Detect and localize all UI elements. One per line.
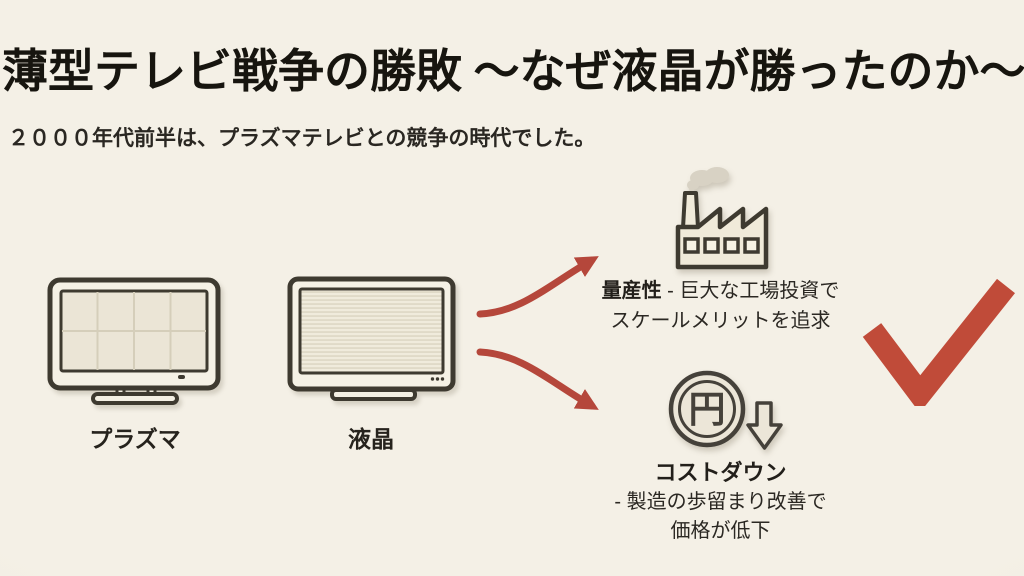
factory-chimney bbox=[681, 191, 700, 230]
mass-production-line2: スケールメリットを追求 bbox=[610, 310, 831, 332]
checkmark-stroke bbox=[862, 278, 1015, 406]
branch-arrows bbox=[476, 256, 599, 410]
lcd-tv-icon bbox=[287, 276, 456, 401]
page-title: 薄型テレビ戦争の勝敗 〜なぜ液晶が勝ったのか〜 bbox=[2, 45, 1024, 97]
coin-inner-ring bbox=[678, 380, 736, 438]
smoke-puff bbox=[687, 167, 729, 193]
plasma-screen-grid bbox=[62, 292, 206, 370]
plasma-tv-icon bbox=[47, 277, 221, 405]
yen-symbol: 円 bbox=[689, 389, 726, 430]
factory-icon bbox=[675, 167, 769, 270]
plasma-power-led bbox=[178, 375, 185, 379]
plasma-label: プラズマ bbox=[89, 426, 181, 452]
cost-down-line1: - 製造の歩留まり改善で bbox=[614, 491, 827, 513]
mass-production-heading: 量産性 bbox=[601, 280, 662, 302]
arrow-to-mass-production bbox=[476, 256, 599, 318]
yen-coin-icon: 円 bbox=[668, 370, 783, 450]
mass-production-text: 量産性 - 巨大な工場投資で スケールメリットを追求 bbox=[563, 276, 878, 336]
checkmark-icon bbox=[862, 278, 1015, 406]
factory-windows bbox=[683, 237, 760, 254]
lcd-tv-screen bbox=[298, 287, 445, 375]
cost-down-text: コストダウン - 製造の歩留まり改善で 価格が低下 bbox=[563, 457, 878, 546]
mass-production-line1: 量産性 - 巨大な工場投資で bbox=[601, 280, 840, 302]
arrow-down-icon bbox=[746, 401, 783, 450]
slide-subtitle: ２０００年代前半は、プラズマテレビとの競争の時代でした。 bbox=[8, 127, 596, 150]
lcd-label: 液晶 bbox=[348, 426, 394, 452]
cost-down-heading: コストダウン bbox=[654, 460, 787, 485]
lcd-indicator-dots bbox=[430, 377, 445, 381]
arrow-to-cost-down bbox=[476, 348, 599, 410]
cost-down-line2: 価格が低下 bbox=[670, 520, 771, 542]
